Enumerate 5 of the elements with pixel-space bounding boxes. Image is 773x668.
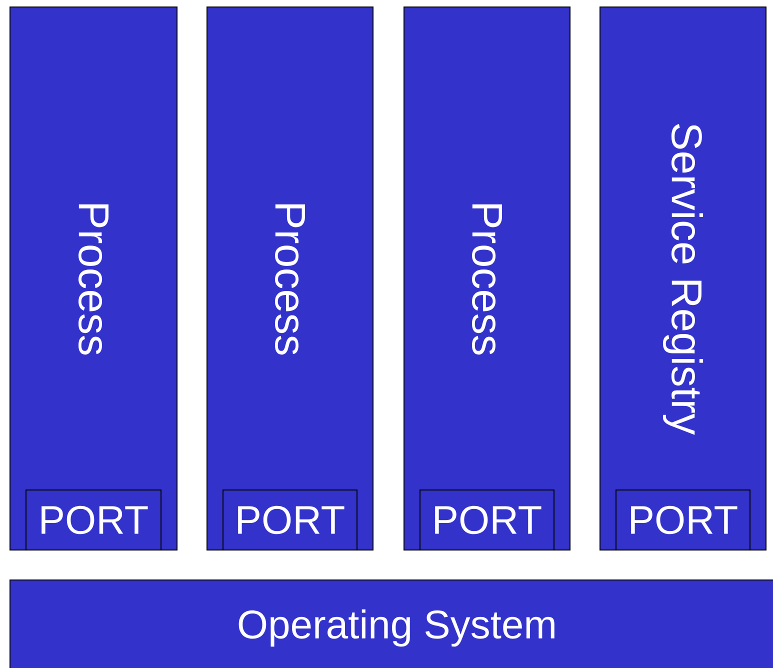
port-box: PORT: [616, 490, 750, 550]
system-bar: Operating System: [10, 580, 773, 668]
port-box: PORT: [222, 490, 358, 550]
port-box: PORT: [420, 490, 554, 550]
port-box: PORT: [26, 490, 162, 550]
